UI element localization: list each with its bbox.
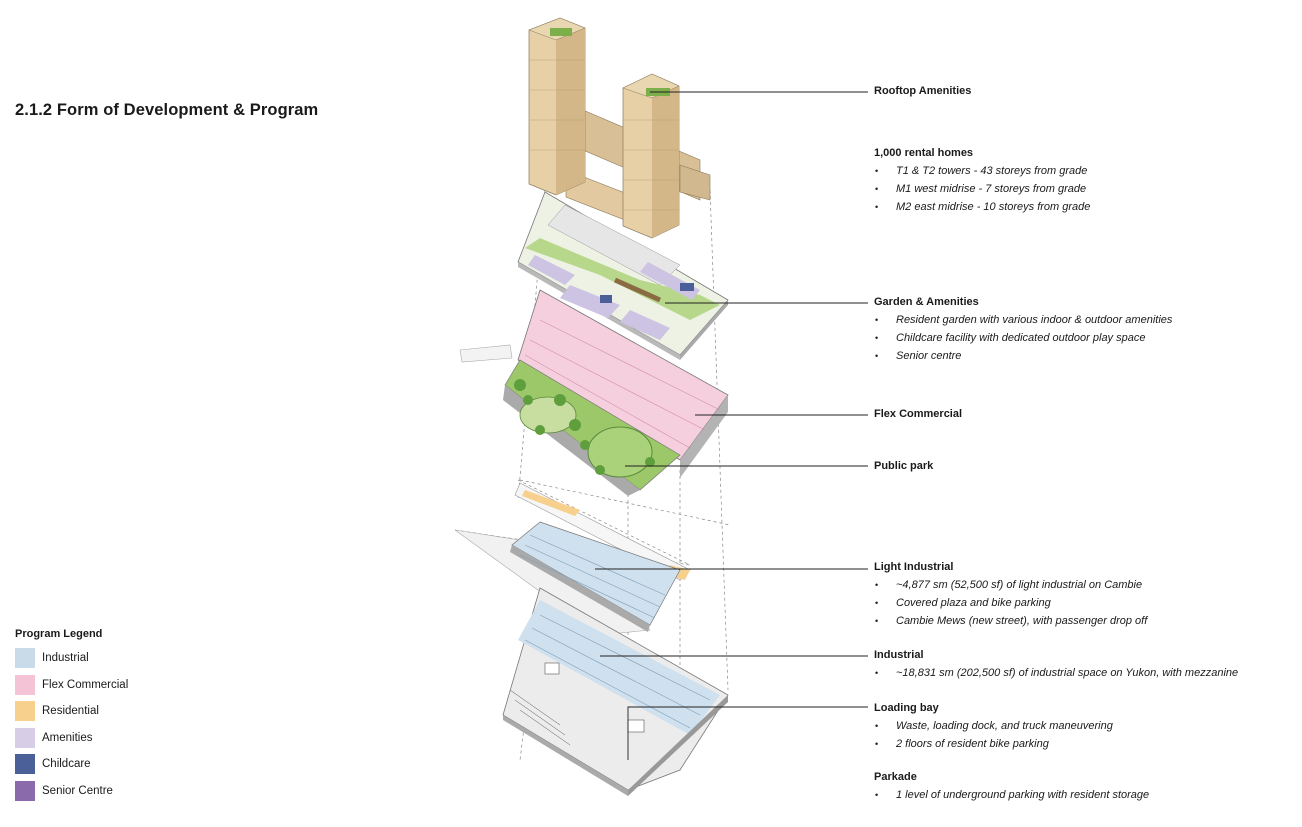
bullet-item: ~4,877 sm (52,500 sf) of light industria… [874,576,1294,594]
residential-towers [528,17,711,239]
annotation-loading-bay: Loading bay Waste, loading dock, and tru… [874,699,1294,753]
bullet-item: M2 east midrise - 10 storeys from grade [874,198,1294,216]
garden-amenities-level [517,191,729,360]
legend-swatch [15,674,35,695]
legend-item-flex-commercial: Flex Commercial [15,674,129,695]
legend-label: Senior Centre [42,784,113,797]
annotation-rental-homes: 1,000 rental homes T1 & T2 towers - 43 s… [874,144,1294,216]
legend-label: Industrial [42,652,89,664]
bullet-item: 2 floors of resident bike parking [874,735,1294,753]
flex-commercial-park-level [459,289,729,496]
legend-item-amenities: Amenities [15,727,128,748]
legend-title: Program Legend [15,628,103,640]
annotation-flex-commercial: Flex Commercial [874,405,1294,423]
bullet-item: Senior centre [874,347,1294,365]
annotation-bullets: ~18,831 sm (202,500 sf) of industrial sp… [874,664,1294,682]
legend-label: Amenities [42,731,93,744]
annotation-heading: Light Industrial [874,561,954,573]
bullet-item: Childcare facility with dedicated outdoo… [874,329,1294,347]
legend-swatch [15,780,35,801]
legend-swatch [15,727,35,748]
legend-item-residential: Residential [15,701,128,722]
bullet-item: Covered plaza and bike parking [874,594,1294,612]
legend-label: Residential [42,705,99,718]
bullet-item: T1 & T2 towers - 43 storeys from grade [874,162,1294,180]
page-title: 2.1.2 Form of Development & Program [15,101,319,119]
bullet-item: Waste, loading dock, and truck maneuveri… [874,717,1294,735]
legend-swatch [15,754,35,775]
annotation-bullets: ~4,877 sm (52,500 sf) of light industria… [874,576,1294,630]
legend-label: Childcare [42,758,91,771]
bullet-item: ~18,831 sm (202,500 sf) of industrial sp… [874,664,1294,682]
annotation-heading: Parkade [874,771,917,783]
industrial-level [502,587,729,796]
annotation-heading: Garden & Amenities [874,296,979,308]
annotation-bullets: T1 & T2 towers - 43 storeys from grade M… [874,162,1294,216]
bullet-item: Cambie Mews (new street), with passenger… [874,612,1294,630]
annotation-light-industrial: Light Industrial ~4,877 sm (52,500 sf) o… [874,558,1294,630]
legend-item-industrial: Industrial [15,648,128,668]
light-industrial-level [454,482,691,636]
annotation-heading: Public park [874,460,934,472]
annotation-bullets: 1 level of underground parking with resi… [874,786,1294,804]
bullet-item: M1 west midrise - 7 storeys from grade [874,180,1294,198]
legend-swatch [15,701,35,722]
annotation-rooftop-amenities: Rooftop Amenities [874,82,1294,100]
annotation-heading: Industrial [874,649,924,661]
annotation-heading: Loading bay [874,702,939,714]
annotation-bullets: Waste, loading dock, and truck maneuveri… [874,717,1294,753]
legend-item-senior-centre: Senior Centre [15,780,128,801]
annotation-public-park: Public park [874,457,1294,475]
annotation-heading: Flex Commercial [874,408,963,420]
annotation-bullets: Resident garden with various indoor & ou… [874,311,1294,365]
legend-swatch [15,648,35,668]
bullet-item: Resident garden with various indoor & ou… [874,311,1294,329]
legend-item-childcare: Childcare [15,754,128,775]
annotation-industrial: Industrial ~18,831 sm (202,500 sf) of in… [874,646,1294,682]
annotation-heading: Rooftop Amenities [874,85,972,97]
program-legend: Program Legend Industrial Flex Commercia… [15,628,128,808]
annotation-heading: 1,000 rental homes [874,147,974,159]
annotation-parkade: Parkade 1 level of underground parking w… [874,768,1294,804]
annotation-garden-amenities: Garden & Amenities Resident garden with … [874,293,1294,365]
leader-lines [595,91,868,760]
legend-label: Flex Commercial [42,678,129,691]
bullet-item: 1 level of underground parking with resi… [874,786,1294,804]
